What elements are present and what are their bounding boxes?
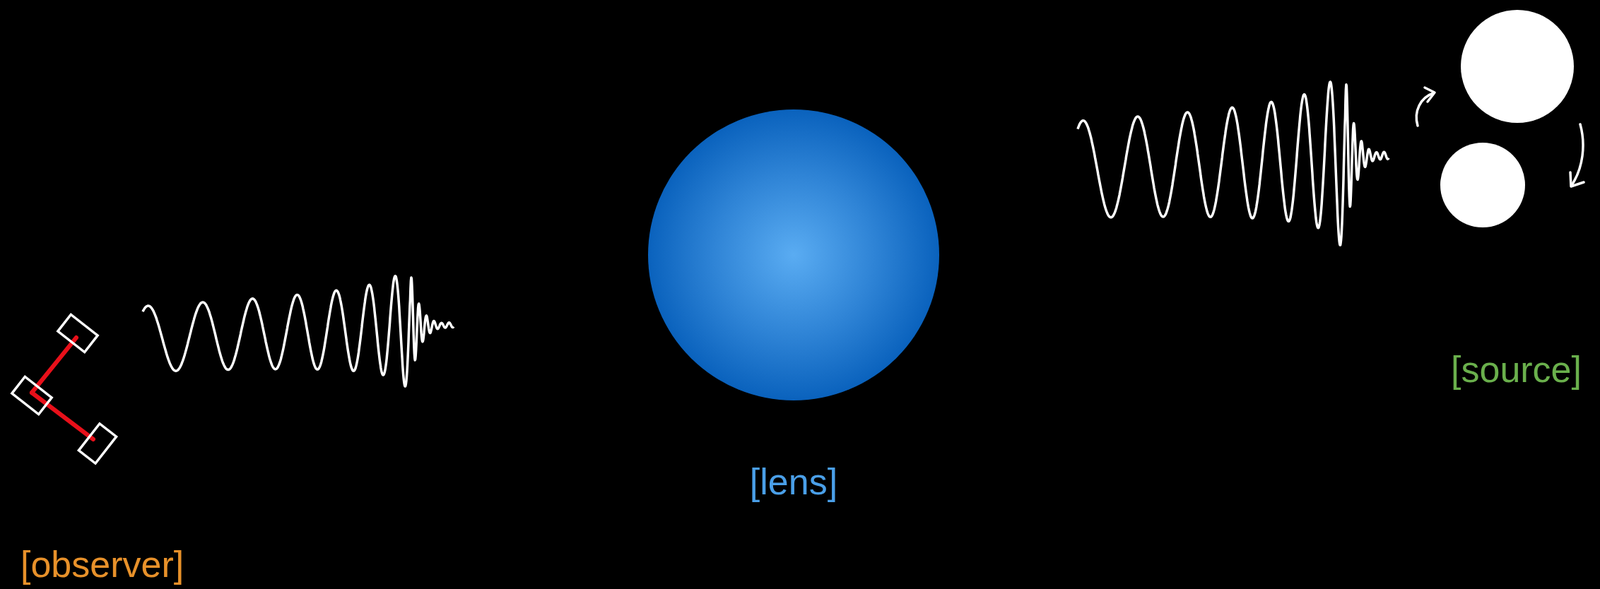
lens-circle — [648, 109, 940, 401]
role-label: [source] — [1450, 349, 1582, 392]
lens-sphere: [lens] — [648, 109, 940, 401]
binary-star — [1460, 9, 1574, 123]
orbit-arrows — [1416, 87, 1584, 187]
interferometer-icon — [12, 314, 117, 464]
node-label: [lens] — [749, 461, 838, 504]
waveform — [1077, 81, 1389, 246]
waveform — [142, 276, 454, 387]
role-label: [observer] — [20, 544, 184, 587]
binary-star — [1440, 142, 1526, 228]
